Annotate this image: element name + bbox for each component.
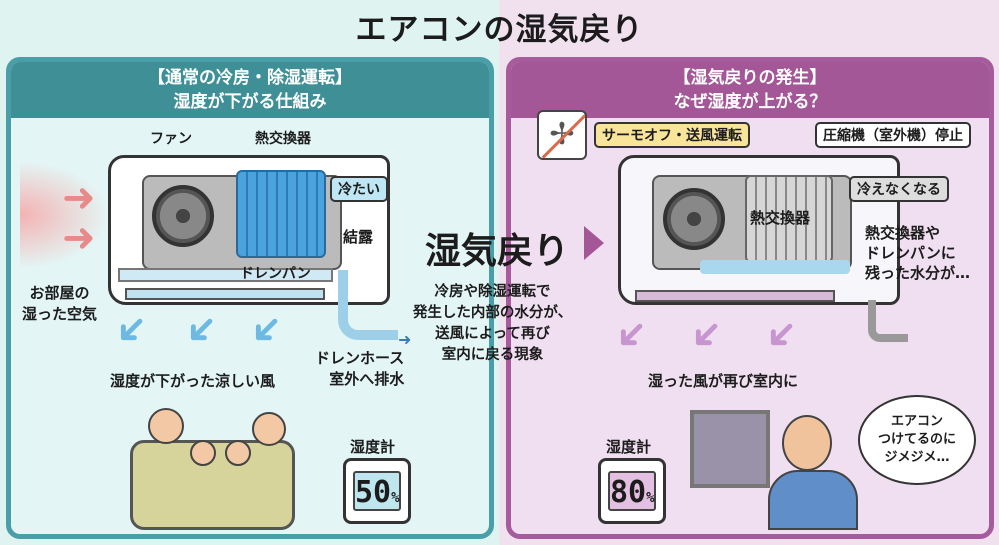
humid-air-flow: [20, 160, 110, 270]
no-cooling-badge: 冷えなくなる: [849, 176, 949, 202]
window-illustration: [690, 410, 770, 488]
speech-bubble: エアコン つけてるのに ジメジメ…: [858, 395, 976, 485]
right-header-line1: 【湿気戻りの発生】: [673, 68, 827, 88]
right-header-line2: なぜ湿度が上がる？: [673, 92, 827, 112]
drain-pan-label: ドレンパン: [240, 266, 311, 282]
louver: [125, 288, 325, 300]
left-panel-header: 【通常の冷房・除湿運転】 湿度が下がる仕組み: [11, 62, 489, 118]
left-header-line1: 【通常の冷房・除湿運転】: [148, 68, 352, 88]
humidity-value-left: 50: [355, 475, 392, 510]
humid-air-arrow-icon: ➜: [62, 215, 96, 261]
outlet-pipe: [868, 300, 908, 342]
right-panel-header: 【湿気戻りの発生】 なぜ湿度が上がる？: [511, 62, 989, 118]
compressor-stop-badge: 圧縮機（室外機）停止: [815, 122, 971, 148]
family-member: [148, 408, 184, 444]
fan-label: ファン: [150, 131, 192, 147]
drain-hose-line1: ドレンホース: [315, 349, 405, 367]
family-member: [190, 440, 216, 466]
center-desc-line3: 送風によって再び: [435, 326, 550, 342]
louver: [635, 290, 835, 302]
hygrometer-left: 50%: [343, 458, 411, 524]
drain-hose: [338, 270, 398, 340]
fan-icon: [152, 185, 214, 247]
humidity-value-right: 80: [610, 475, 647, 510]
condensation-label: 結露: [343, 228, 374, 246]
drain-out-arrow-icon: ➜: [398, 330, 412, 349]
cold-badge: 冷たい: [330, 176, 388, 202]
fan-off-icon: ✢: [537, 110, 587, 160]
drain-hose-label: ドレンホース 室外へ排水: [315, 347, 404, 389]
room-air-label: お部屋の 湿った空気: [22, 282, 97, 324]
speech-line1: エアコン: [890, 414, 943, 429]
page-title: エアコンの湿気戻り: [355, 12, 644, 48]
residual-line1: 熱交換器や: [865, 224, 941, 242]
family-member: [252, 412, 286, 446]
heat-exchanger-warm: [745, 175, 833, 263]
thermo-off-badge: サーモオフ・送風運転: [594, 122, 750, 148]
room-air-line1: お部屋の: [29, 284, 90, 302]
left-header-line2: 湿度が下がる仕組み: [173, 92, 327, 112]
residual-line3: 残った水分が…: [865, 264, 971, 282]
hygrometer-label-left: 湿度計: [350, 438, 396, 456]
residual-water: [700, 260, 850, 274]
right-pointer-icon: [584, 226, 604, 260]
drain-pan: [118, 268, 333, 282]
cool-wind-label: 湿度が下がった涼しい風: [110, 372, 276, 390]
center-description: 冷房や除湿運転で 発生した内部の水分が、 送風によって再び 室内に戻る現象: [405, 282, 580, 366]
heat-exchanger-label: 熱交換器: [255, 131, 311, 147]
fan-icon: [663, 188, 725, 250]
hygrometer-label-right: 湿度計: [606, 438, 652, 456]
center-desc-line2: 発生した内部の水分が、: [412, 305, 573, 321]
center-desc-line1: 冷房や除湿運転で: [434, 284, 551, 300]
hygrometer-right: 80%: [598, 458, 666, 524]
sweating-person-illustration: [782, 415, 832, 471]
heat-exchanger-cold: [236, 170, 326, 258]
humidity-unit-right: %: [646, 490, 655, 506]
residual-water-label: 熱交換器や ドレンパンに 残った水分が…: [865, 223, 970, 283]
residual-line2: ドレンパンに: [865, 244, 956, 262]
center-heading: 湿気戻り: [425, 231, 570, 272]
drain-hose-line2: 室外へ排水: [329, 370, 405, 388]
speech-line2: つけてるのに: [877, 432, 956, 447]
speech-line3: ジメジメ…: [884, 450, 950, 465]
humid-air-arrow-icon: ➜: [62, 175, 96, 221]
room-air-line2: 湿った空気: [22, 305, 98, 323]
humid-wind-label: 湿った風が再び室内に: [648, 372, 799, 390]
center-desc-line4: 室内に戻る現象: [441, 347, 544, 363]
humidity-unit-left: %: [391, 490, 400, 506]
family-member: [225, 440, 251, 466]
heat-exchanger-label-right: 熱交換器: [750, 209, 811, 227]
person-body: [768, 470, 858, 530]
